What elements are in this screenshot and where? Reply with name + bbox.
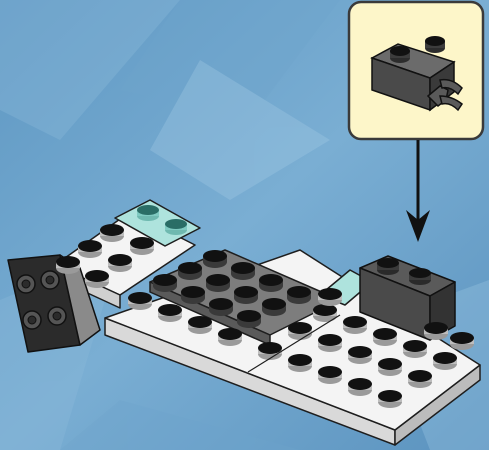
part-callout bbox=[349, 2, 483, 139]
